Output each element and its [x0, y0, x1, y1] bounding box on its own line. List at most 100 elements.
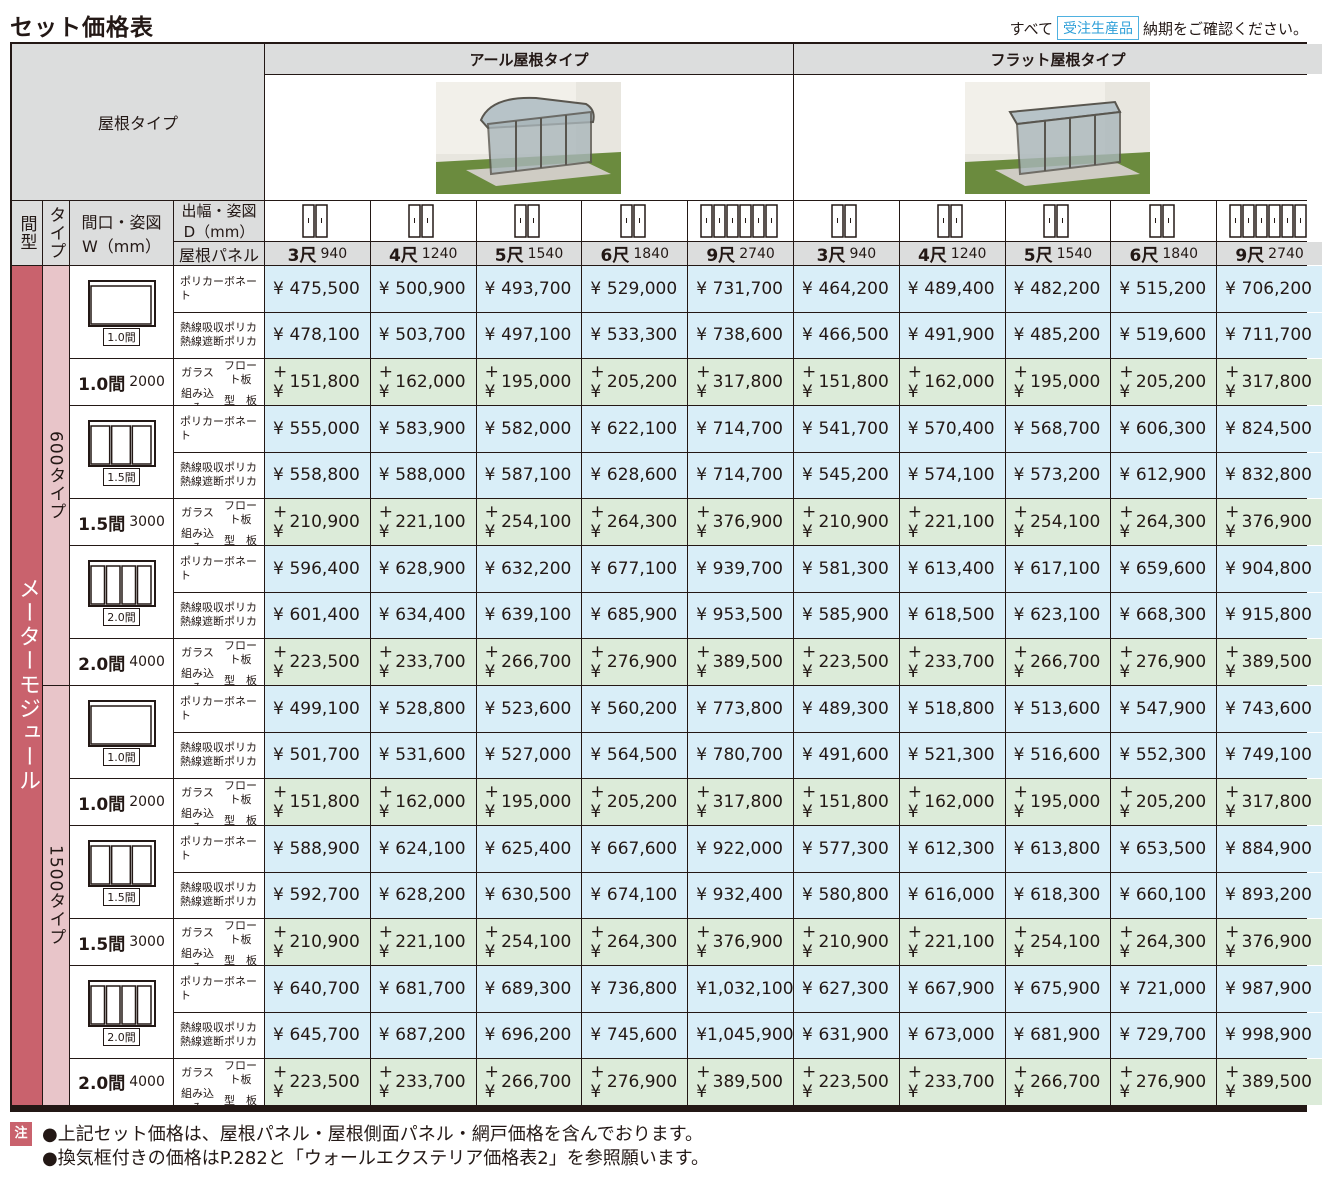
price-cell: +¥389,500: [1217, 639, 1322, 685]
price-cell: +¥205,200: [1111, 359, 1217, 405]
price-value: 634,400: [395, 605, 466, 626]
price-cell: +¥195,000: [1005, 359, 1111, 405]
width-figure: 1.0間: [83, 278, 161, 347]
price-value: 580,800: [818, 885, 889, 906]
price-currency: ¥: [1013, 885, 1025, 906]
price-currency: ¥: [907, 698, 919, 719]
price-currency: +¥: [484, 782, 499, 823]
panel-heat-absorb-text: 熱線吸収ポリカ: [180, 601, 257, 615]
depth-elevation-icon: [1043, 204, 1069, 238]
price-value: 221,100: [395, 512, 466, 533]
price-cell: ¥617,100: [1005, 545, 1111, 592]
price-cell: ¥640,700: [265, 965, 370, 1012]
panel-poly-label: ポリカーボネート: [174, 825, 264, 872]
glass-text: ガラス: [181, 366, 214, 380]
price-currency: ¥: [907, 1025, 919, 1046]
price-cell: ¥673,000: [899, 1012, 1005, 1059]
meter-module-label: メーターモジュール: [12, 266, 42, 1105]
price-currency: ¥: [273, 325, 284, 346]
price-cell: ¥497,100: [476, 312, 582, 359]
price-value: 276,900: [606, 1071, 678, 1092]
price-currency: +¥: [484, 1061, 499, 1102]
price-value: 780,700: [712, 745, 783, 766]
depth-elevation-icon: [514, 204, 540, 238]
price-cell: ¥533,300: [582, 312, 688, 359]
price-currency: ¥: [907, 325, 919, 346]
price-currency: ¥: [801, 325, 813, 346]
price-currency: ¥: [1119, 885, 1131, 906]
price-value: 389,500: [1241, 1071, 1312, 1092]
price-value: 264,300: [1135, 932, 1207, 953]
price-cell: ¥612,300: [899, 825, 1005, 872]
width-ken: 1.5間: [78, 514, 126, 535]
price-cell: ¥653,500: [1111, 825, 1217, 872]
price-cell: +¥223,500: [265, 1059, 370, 1105]
price-cell: +¥221,100: [899, 499, 1005, 545]
price-cell: ¥660,100: [1111, 872, 1217, 919]
price-value: 499,100: [289, 698, 360, 719]
price-cell: ¥547,900: [1111, 685, 1217, 732]
panel-heat-block-text: 熱線遮断ポリカ: [180, 335, 257, 349]
price-currency: ¥: [484, 325, 496, 346]
width-ken: 1.5間: [78, 934, 126, 955]
price-value: 714,700: [712, 418, 783, 439]
depth-elevation-icon: [831, 204, 858, 238]
price-cell: +¥389,500: [688, 1059, 793, 1105]
price-cell: +¥151,800: [265, 359, 370, 405]
price-currency: ¥: [273, 978, 284, 999]
panel-heat-label: 熱線吸収ポリカ熱線遮断ポリカ: [174, 872, 264, 919]
price-value: 195,000: [1030, 792, 1101, 813]
price-currency: ¥: [1225, 885, 1236, 906]
price-cell: +¥195,000: [476, 359, 582, 405]
price-cell: ¥780,700: [688, 732, 793, 779]
glass-built-in-text: 組み込み: [181, 1087, 214, 1105]
price-cell: ¥632,200: [476, 545, 582, 592]
price-value: 162,000: [395, 792, 466, 813]
price-value: 573,200: [1030, 465, 1101, 486]
panel-heat-block-text: 熱線遮断ポリカ: [180, 475, 257, 489]
price-currency: ¥: [484, 838, 496, 859]
panel-poly-label: ポリカーボネート: [174, 965, 264, 1012]
price-value: 264,300: [606, 932, 678, 953]
price-currency: +¥: [1225, 782, 1240, 823]
price-value: 276,900: [1135, 1071, 1207, 1092]
price-cell: +¥389,500: [688, 639, 793, 685]
price-currency: +¥: [907, 782, 923, 823]
price-value: 645,700: [289, 1025, 360, 1046]
price-currency: ¥: [273, 418, 284, 439]
width-mm: 2000: [129, 794, 165, 811]
price-currency: ¥: [273, 745, 284, 766]
price-value: 519,600: [1135, 325, 1207, 346]
price-currency: +¥: [1013, 1061, 1028, 1102]
price-cell: ¥580,800: [793, 872, 899, 919]
price-cell: ¥464,200: [793, 266, 899, 312]
price-value: 376,900: [712, 932, 783, 953]
price-value: 210,900: [818, 512, 889, 533]
price-currency: ¥: [1013, 978, 1025, 999]
price-currency: +¥: [801, 922, 817, 963]
price-cell: +¥151,800: [793, 779, 899, 825]
price-value: 832,800: [1241, 465, 1312, 486]
price-currency: +¥: [1013, 642, 1028, 683]
depth-mm: 1240: [421, 245, 458, 262]
price-value: 489,400: [924, 278, 995, 299]
price-currency: ¥: [378, 605, 390, 626]
glass-text: ガラス: [181, 1066, 214, 1080]
depth-mm: 1840: [633, 245, 670, 262]
price-cell: ¥627,300: [793, 965, 899, 1012]
panel-heat-block-text: 熱線遮断ポリカ: [180, 1035, 257, 1049]
price-currency: ¥: [378, 465, 390, 486]
note-suffix: 納期をご確認ください。: [1142, 19, 1308, 38]
price-cell: +¥264,300: [582, 919, 688, 965]
window-elevation-icon: [87, 280, 156, 328]
price-value: 696,200: [501, 1025, 572, 1046]
price-value: 640,700: [289, 978, 360, 999]
price-currency: ¥: [378, 325, 390, 346]
price-cell: ¥500,900: [370, 266, 476, 312]
price-value: 254,100: [501, 512, 572, 533]
depth-figure-4: [582, 201, 688, 241]
price-value: 162,000: [924, 372, 995, 393]
price-value: 613,400: [924, 558, 995, 579]
width-figure-5: 1.5間: [70, 825, 173, 919]
